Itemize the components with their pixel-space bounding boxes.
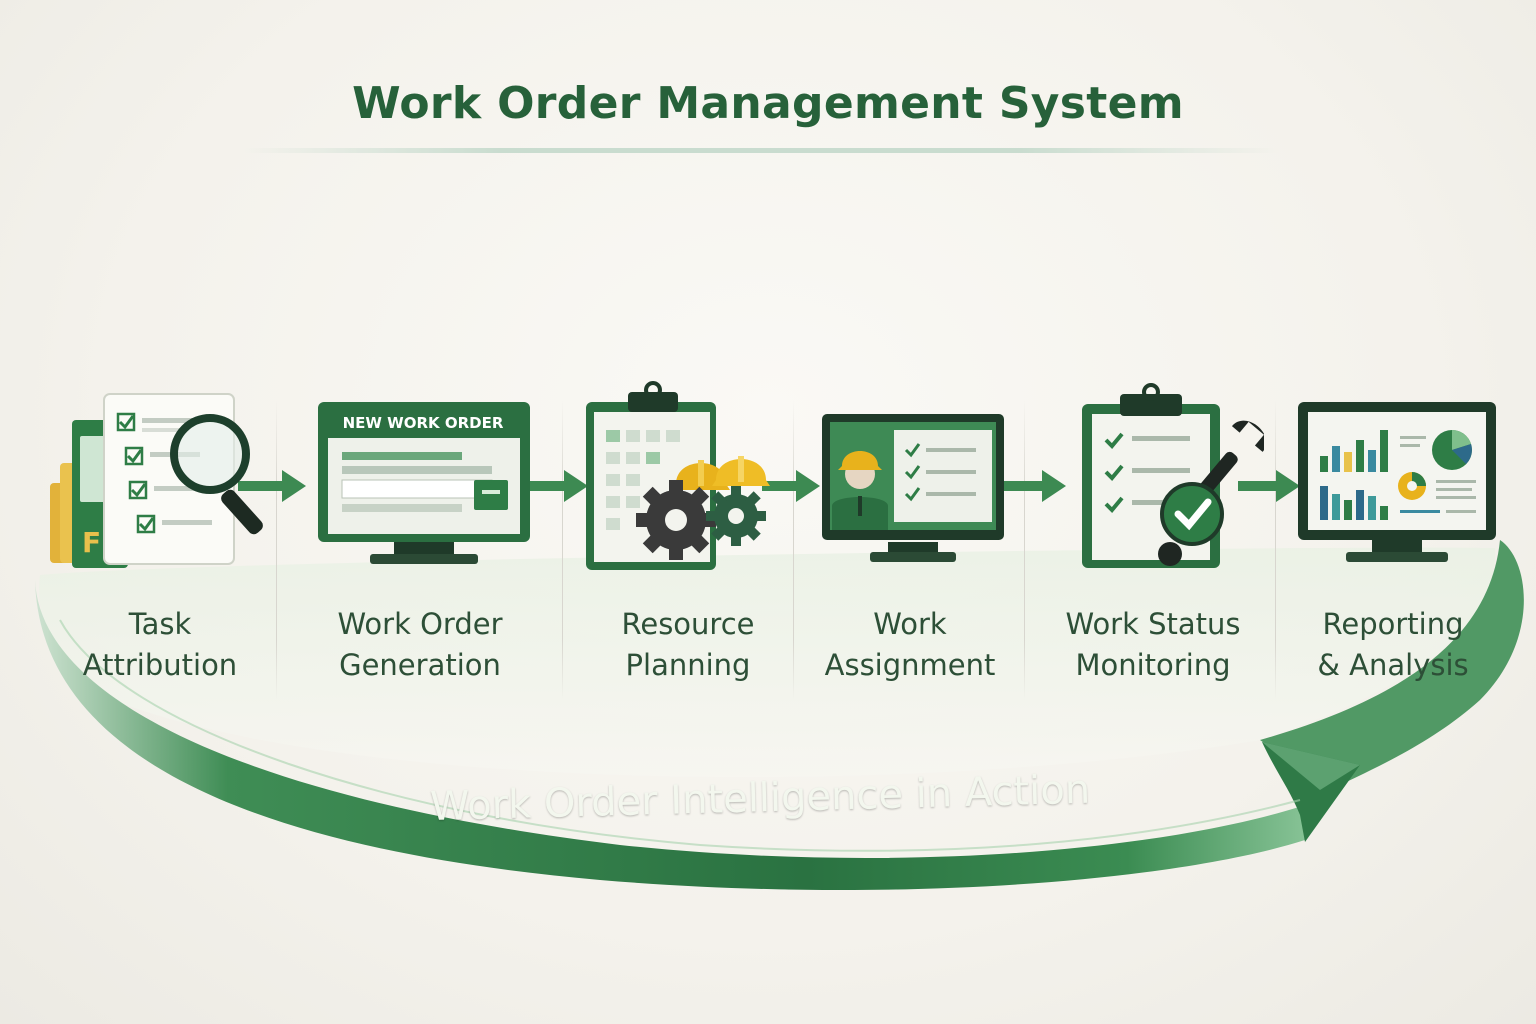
monitor-new-work-order-icon	[318, 402, 530, 564]
flow-arrow	[520, 470, 588, 502]
flow-arrow	[1238, 470, 1300, 502]
flow-arrow	[238, 470, 306, 502]
step-label-line: Resource	[621, 607, 755, 641]
step-label-line: Work Order	[337, 607, 503, 641]
flow-arrow	[762, 470, 820, 502]
step-label-line: Monitoring	[1075, 648, 1231, 682]
new-work-order-screen-text: NEW WORK ORDER	[342, 414, 504, 432]
step-label-line: Work Status	[1065, 607, 1241, 641]
calendar-hardhats-gears-icon	[586, 381, 770, 570]
step-label-line: Generation	[339, 648, 501, 682]
step-label-line: & Analysis	[1317, 648, 1469, 682]
step-label-line: Reporting	[1322, 607, 1464, 641]
step-label-work-order-generation: Work Order Generation	[310, 604, 530, 686]
monitor-charts-icon	[1298, 402, 1496, 562]
page-title: Work Order Management System	[352, 78, 1184, 129]
step-label-line: Task	[128, 607, 192, 641]
step-label-resource-planning: Resource Planning	[588, 604, 788, 686]
step-label-line: Work	[873, 607, 947, 641]
step-divider	[1024, 400, 1025, 700]
title-underline	[240, 148, 1280, 153]
svg-text:F: F	[82, 526, 101, 559]
step-divider	[276, 400, 277, 700]
step-label-line: Attribution	[82, 648, 238, 682]
step-label-work-status-monitoring: Work Status Monitoring	[1040, 604, 1266, 686]
step-label-reporting-analysis: Reporting & Analysis	[1290, 604, 1496, 686]
step-divider	[793, 400, 794, 700]
clipboard-wrench-check-icon	[1082, 383, 1264, 568]
step-divider	[1275, 400, 1276, 700]
checklist-magnifier-icon: F	[50, 393, 263, 568]
step-label-line: Planning	[625, 648, 751, 682]
monitor-worker-checklist-icon	[822, 414, 1004, 562]
step-label-line: Assignment	[824, 648, 996, 682]
step-label-task-attribution: Task Attribution	[60, 604, 260, 686]
flow-arrow	[1004, 470, 1066, 502]
step-divider	[562, 400, 563, 700]
step-label-work-assignment: Work Assignment	[810, 604, 1010, 686]
